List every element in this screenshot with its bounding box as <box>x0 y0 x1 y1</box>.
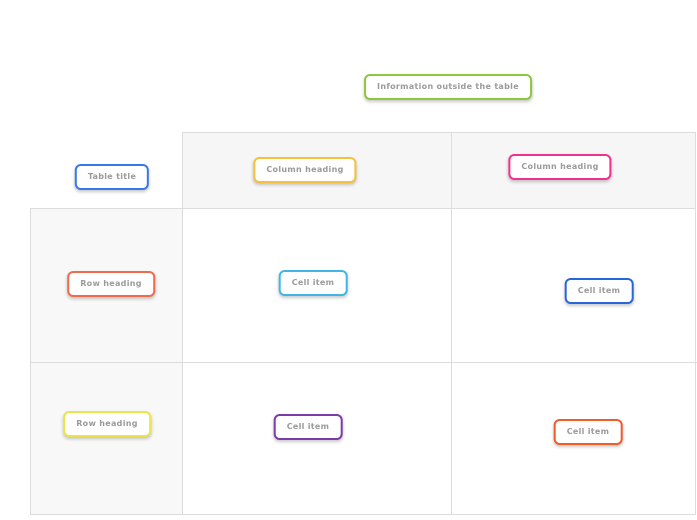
grid-line-header-top <box>182 132 696 133</box>
tag-column-heading-1[interactable]: Column heading <box>253 157 357 183</box>
tag-cell-item-4[interactable]: Cell item <box>553 419 623 445</box>
grid-line-col-2 <box>451 132 452 514</box>
grid-line-table-left <box>30 208 31 514</box>
tag-column-heading-2[interactable]: Column heading <box>508 154 612 180</box>
grid-line-header-bottom <box>30 208 696 209</box>
tag-table-title[interactable]: Table title <box>74 164 150 190</box>
tag-cell-item-1[interactable]: Cell item <box>278 270 348 296</box>
tag-cell-item-2[interactable]: Cell item <box>564 278 634 304</box>
grid-line-row-divider <box>30 362 697 363</box>
tag-cell-item-3[interactable]: Cell item <box>273 414 343 440</box>
grid-line-table-right <box>695 132 696 514</box>
grid-line-col-1 <box>182 132 183 514</box>
tag-row-heading-2[interactable]: Row heading <box>63 411 151 437</box>
tag-row-heading-1[interactable]: Row heading <box>67 271 155 297</box>
grid-line-table-bottom <box>30 514 696 515</box>
tag-information-outside-table[interactable]: Information outside the table <box>364 74 532 100</box>
row-heading-column-background <box>30 208 182 514</box>
